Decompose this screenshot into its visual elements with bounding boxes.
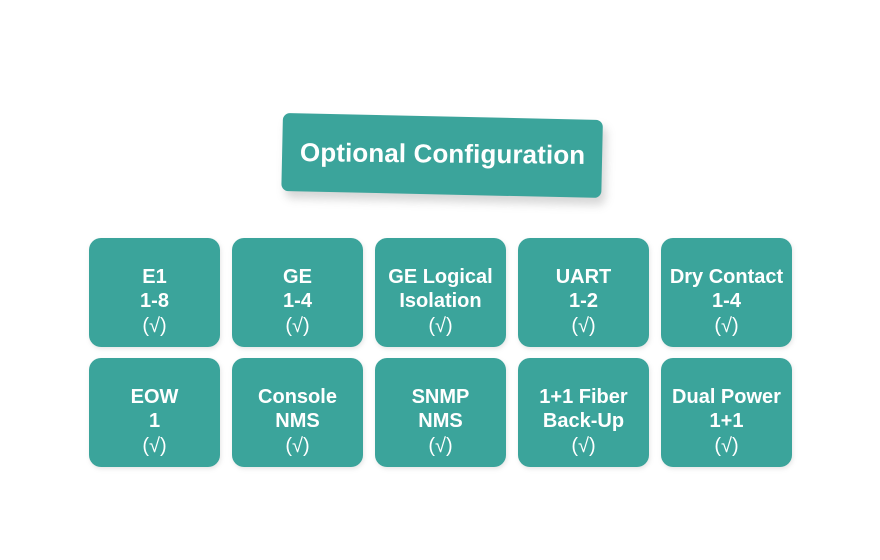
card-text-block: Dual Power 1+1 (√) bbox=[661, 385, 792, 459]
card-check-mark: (√) bbox=[142, 315, 167, 337]
card-check-mark: (√) bbox=[285, 315, 310, 337]
option-card-eow[interactable]: EOW 1 (√) bbox=[89, 358, 220, 467]
card-title: E1 bbox=[142, 266, 167, 288]
card-text-block: SNMP NMS (√) bbox=[375, 385, 506, 459]
option-card-uart[interactable]: UART 1-2 (√) bbox=[518, 238, 649, 347]
card-spec: 1-4 bbox=[283, 290, 312, 312]
option-card-ge-logical-isolation[interactable]: GE Logical Isolation (√) bbox=[375, 238, 506, 347]
card-spec: NMS bbox=[418, 410, 463, 432]
card-text-block: 1+1 Fiber Back-Up (√) bbox=[518, 385, 649, 459]
option-card-dry-contact[interactable]: Dry Contact 1-4 (√) bbox=[661, 238, 792, 347]
banner: Optional Configuration bbox=[281, 113, 603, 198]
card-check-mark: (√) bbox=[428, 315, 453, 337]
card-title: 1+1 Fiber bbox=[539, 386, 628, 408]
card-title: EOW bbox=[130, 386, 179, 408]
card-check-mark: (√) bbox=[571, 435, 596, 457]
option-card-snmp-nms[interactable]: SNMP NMS (√) bbox=[375, 358, 506, 467]
card-spec: 1-2 bbox=[569, 290, 598, 312]
card-text-block: Dry Contact 1-4 (√) bbox=[661, 265, 792, 339]
card-spec: Back-Up bbox=[542, 410, 625, 432]
card-spec: NMS bbox=[275, 410, 320, 432]
card-text-block: GE Logical Isolation (√) bbox=[375, 265, 506, 339]
card-check-mark: (√) bbox=[714, 435, 739, 457]
card-title: Dry Contact bbox=[669, 266, 784, 288]
card-title: GE bbox=[283, 266, 312, 288]
option-card-fiber-backup[interactable]: 1+1 Fiber Back-Up (√) bbox=[518, 358, 649, 467]
card-title: SNMP bbox=[411, 386, 470, 408]
card-spec: 1-4 bbox=[712, 290, 741, 312]
card-check-mark: (√) bbox=[571, 315, 596, 337]
option-card-dual-power[interactable]: Dual Power 1+1 (√) bbox=[661, 358, 792, 467]
card-check-mark: (√) bbox=[714, 315, 739, 337]
card-text-block: Console NMS (√) bbox=[232, 385, 363, 459]
card-title: Console bbox=[258, 386, 337, 408]
option-card-ge[interactable]: GE 1-4 (√) bbox=[232, 238, 363, 347]
card-text-block: GE 1-4 (√) bbox=[232, 265, 363, 339]
card-title: Dual Power bbox=[672, 386, 781, 408]
card-text-block: E1 1-8 (√) bbox=[89, 265, 220, 339]
card-spec: 1+1 bbox=[709, 410, 744, 432]
card-spec: 1-8 bbox=[140, 290, 169, 312]
option-card-grid: E1 1-8 (√) GE 1-4 (√) GE Logical Isolati… bbox=[89, 238, 792, 478]
card-row-2: EOW 1 (√) Console NMS (√) SNMP NMS (√) bbox=[89, 358, 792, 467]
card-check-mark: (√) bbox=[285, 435, 310, 457]
card-check-mark: (√) bbox=[428, 435, 453, 457]
card-spec: Isolation bbox=[399, 290, 482, 312]
card-text-block: EOW 1 (√) bbox=[89, 385, 220, 459]
card-text-block: UART 1-2 (√) bbox=[518, 265, 649, 339]
card-title: UART bbox=[555, 266, 612, 288]
card-spec: 1 bbox=[148, 410, 161, 432]
banner-title: Optional Configuration bbox=[299, 136, 586, 170]
card-row-1: E1 1-8 (√) GE 1-4 (√) GE Logical Isolati… bbox=[89, 238, 792, 347]
option-card-e1[interactable]: E1 1-8 (√) bbox=[89, 238, 220, 347]
card-check-mark: (√) bbox=[142, 435, 167, 457]
card-title: GE Logical bbox=[388, 266, 493, 288]
option-card-console-nms[interactable]: Console NMS (√) bbox=[232, 358, 363, 467]
